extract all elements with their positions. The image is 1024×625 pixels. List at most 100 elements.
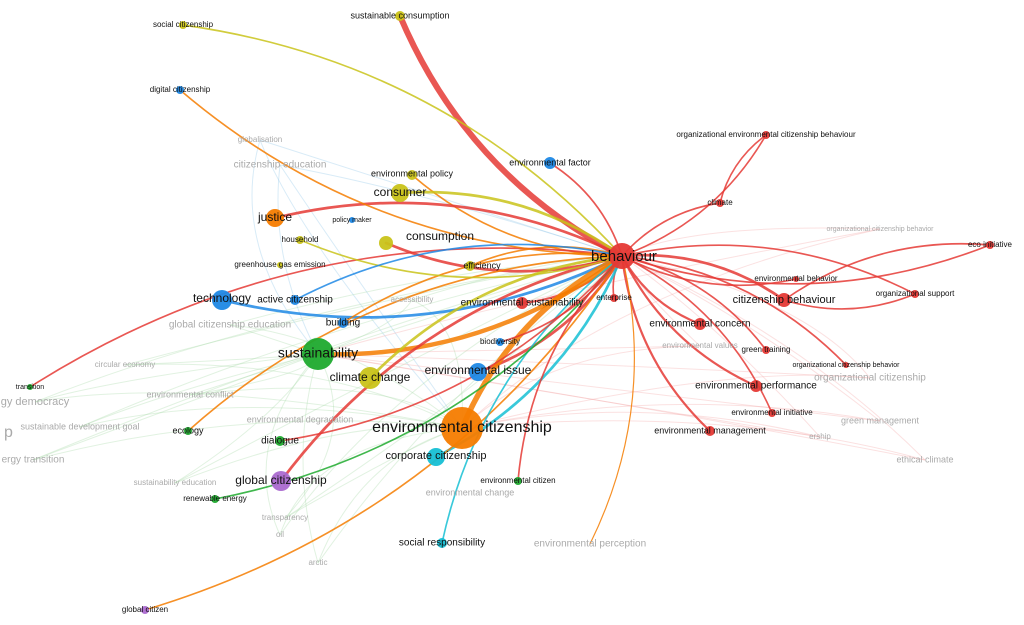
node-corporate-citizenship[interactable] [427,448,445,466]
label-technology[interactable]: technology [193,291,251,305]
label-digital-citizenship[interactable]: digital citizenship [150,85,211,94]
node-household[interactable] [296,236,304,244]
label-consumer[interactable]: consumer [374,185,427,199]
label-environmental-change[interactable]: environmental change [426,487,515,497]
label-environmental-values[interactable]: environmental values [662,341,738,350]
label-transparency[interactable]: transparency [262,513,308,522]
label-environmental-factor[interactable]: environmental factor [509,157,591,167]
label-org-cit-behavior[interactable]: organizational citizenship behavior [792,362,900,369]
node-org-env-cit-behaviour[interactable] [762,131,770,139]
node-ecology[interactable] [184,427,192,435]
label-organizational-citizenship[interactable]: organizational citizenship [814,373,926,384]
label-environmental-citizen[interactable]: environmental citizen [480,476,555,485]
node-active-citizenship[interactable] [290,295,300,305]
label-citizenship-education[interactable]: citizenship education [234,160,327,171]
label-social-citizenship[interactable]: social citizenship [153,20,214,29]
node-citizenship-behaviour[interactable] [777,293,791,307]
node-environmental-factor[interactable] [544,157,556,169]
node-consumer[interactable] [391,184,409,202]
node-environmental-behavior[interactable] [793,276,799,282]
label-green-training[interactable]: green training [742,345,791,354]
label-environmental-initiative[interactable]: environmental initiative [731,408,813,417]
node-environmental-initiative[interactable] [768,409,776,417]
label-sustainability[interactable]: sustainability [278,345,358,361]
label-transition[interactable]: transition [16,384,45,391]
label-climate[interactable]: climate [707,198,733,207]
label-global-citizenship[interactable]: global citizenship [235,473,327,487]
node-renewable-energy[interactable] [211,495,219,503]
label-greenhouse-gas-emission[interactable]: greenhouse gas emission [234,260,325,269]
label-accessibility[interactable]: accessibility [391,295,434,304]
node-enterprise[interactable] [610,294,618,302]
label-renewable-energy[interactable]: renewable energy [183,494,247,503]
node-climate-change[interactable] [359,367,381,389]
node-digital-citizenship[interactable] [176,86,184,94]
label-sustainability-education[interactable]: sustainability education [134,478,217,487]
node-environmental-policy[interactable] [407,170,417,180]
label-environmental-behavior[interactable]: environmental behavior [754,274,837,283]
label-citizenship-behaviour[interactable]: citizenship behaviour [733,294,836,306]
label-global-citizenship-education[interactable]: global citizenship education [169,320,291,331]
label-eco-initiative[interactable]: eco initiative [968,240,1013,249]
label-environmental-performance[interactable]: environmental performance [695,381,817,392]
label-oil[interactable]: oil [276,530,284,539]
label-env-citizenship[interactable]: environmental citizenship [372,419,552,436]
label-organizational-support[interactable]: organizational support [876,289,955,298]
label-behaviour[interactable]: behaviour [591,248,657,265]
node-org-cit-behavior[interactable] [843,362,849,368]
label-environmental-management[interactable]: environmental management [654,425,766,435]
label-energy-transition[interactable]: ergy transition [2,455,65,466]
label-arctic[interactable]: arctic [308,558,327,567]
node-technology[interactable] [212,290,232,310]
label-active-citizenship[interactable]: active citizenship [257,295,333,306]
label-org-env-cit-behaviour[interactable]: organizational environmental citizenship… [676,130,856,139]
node-climate[interactable] [716,199,724,207]
label-building[interactable]: building [326,318,360,329]
label-environmental-perception[interactable]: environmental perception [534,539,646,550]
label-globalisation[interactable]: globalisation [238,135,282,144]
label-policy-maker[interactable]: policy maker [332,217,372,224]
label-efficiency[interactable]: efficiency [463,260,501,270]
node-green-training[interactable] [762,346,770,354]
label-environmental-concern[interactable]: environmental concern [649,319,750,330]
label-sustainable-consumption[interactable]: sustainable consumption [350,10,449,20]
label-consumption[interactable]: consumption [406,229,474,243]
node-environmental-performance[interactable] [750,380,762,392]
node-social-responsibility[interactable] [437,538,447,548]
node-greenhouse-gas-emission[interactable] [277,262,283,268]
node-sustainable-consumption[interactable] [395,11,405,21]
node-environmental-management[interactable] [705,426,715,436]
node-sustainability[interactable] [302,338,334,370]
node-environmental-citizen[interactable] [514,477,522,485]
node-behaviour[interactable] [609,243,635,269]
node-consumption[interactable] [379,236,393,250]
label-environmental-issue[interactable]: environmental issue [425,363,532,377]
node-environmental-issue[interactable] [469,363,487,381]
label-sustainable-development-goal[interactable]: sustainable development goal [20,421,139,431]
node-transition[interactable] [27,384,33,390]
label-biodiversity[interactable]: biodiversity [480,337,520,346]
label-enterprise[interactable]: enterprise [596,293,632,302]
label-justice[interactable]: justice [257,210,292,224]
label-social-responsibility[interactable]: social responsibility [399,538,485,549]
label-global-citizen[interactable]: global citizen [122,605,168,614]
label-climate-change[interactable]: climate change [330,370,411,384]
node-dialogue[interactable] [275,436,285,446]
node-policy-maker[interactable] [349,217,355,223]
node-social-citizenship[interactable] [179,21,187,29]
label-environmental-conflict[interactable]: environmental conflict [146,389,234,399]
node-efficiency[interactable] [465,261,475,271]
node-env-citizenship[interactable] [441,407,483,449]
label-ecology[interactable]: ecology [172,425,204,435]
label-green-management[interactable]: green management [841,415,920,425]
label-environmental-sustainability[interactable]: environmental sustainability [461,298,584,309]
node-eco-initiative[interactable] [986,241,994,249]
node-global-citizen[interactable] [141,606,149,614]
label-p-edge[interactable]: p [4,424,13,441]
node-environmental-sustainability[interactable] [516,297,528,309]
label-circular-economy[interactable]: circular economy [95,360,155,369]
node-building[interactable] [338,318,348,328]
label-energy-democracy[interactable]: gy democracy [1,396,70,408]
label-environmental-degradation[interactable]: environmental degradation [247,414,354,424]
node-organizational-support[interactable] [911,290,919,298]
